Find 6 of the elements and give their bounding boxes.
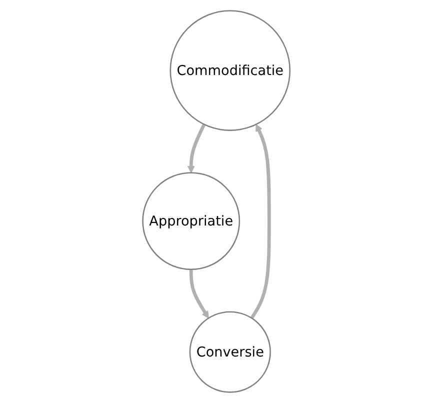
arrow	[190, 269, 210, 318]
arrow	[250, 124, 271, 320]
node-circle: Conversie	[189, 311, 272, 393]
arrow	[188, 124, 206, 174]
node-circle: Appropriatie	[142, 172, 240, 270]
node-circle: Commodificatie	[170, 10, 291, 131]
